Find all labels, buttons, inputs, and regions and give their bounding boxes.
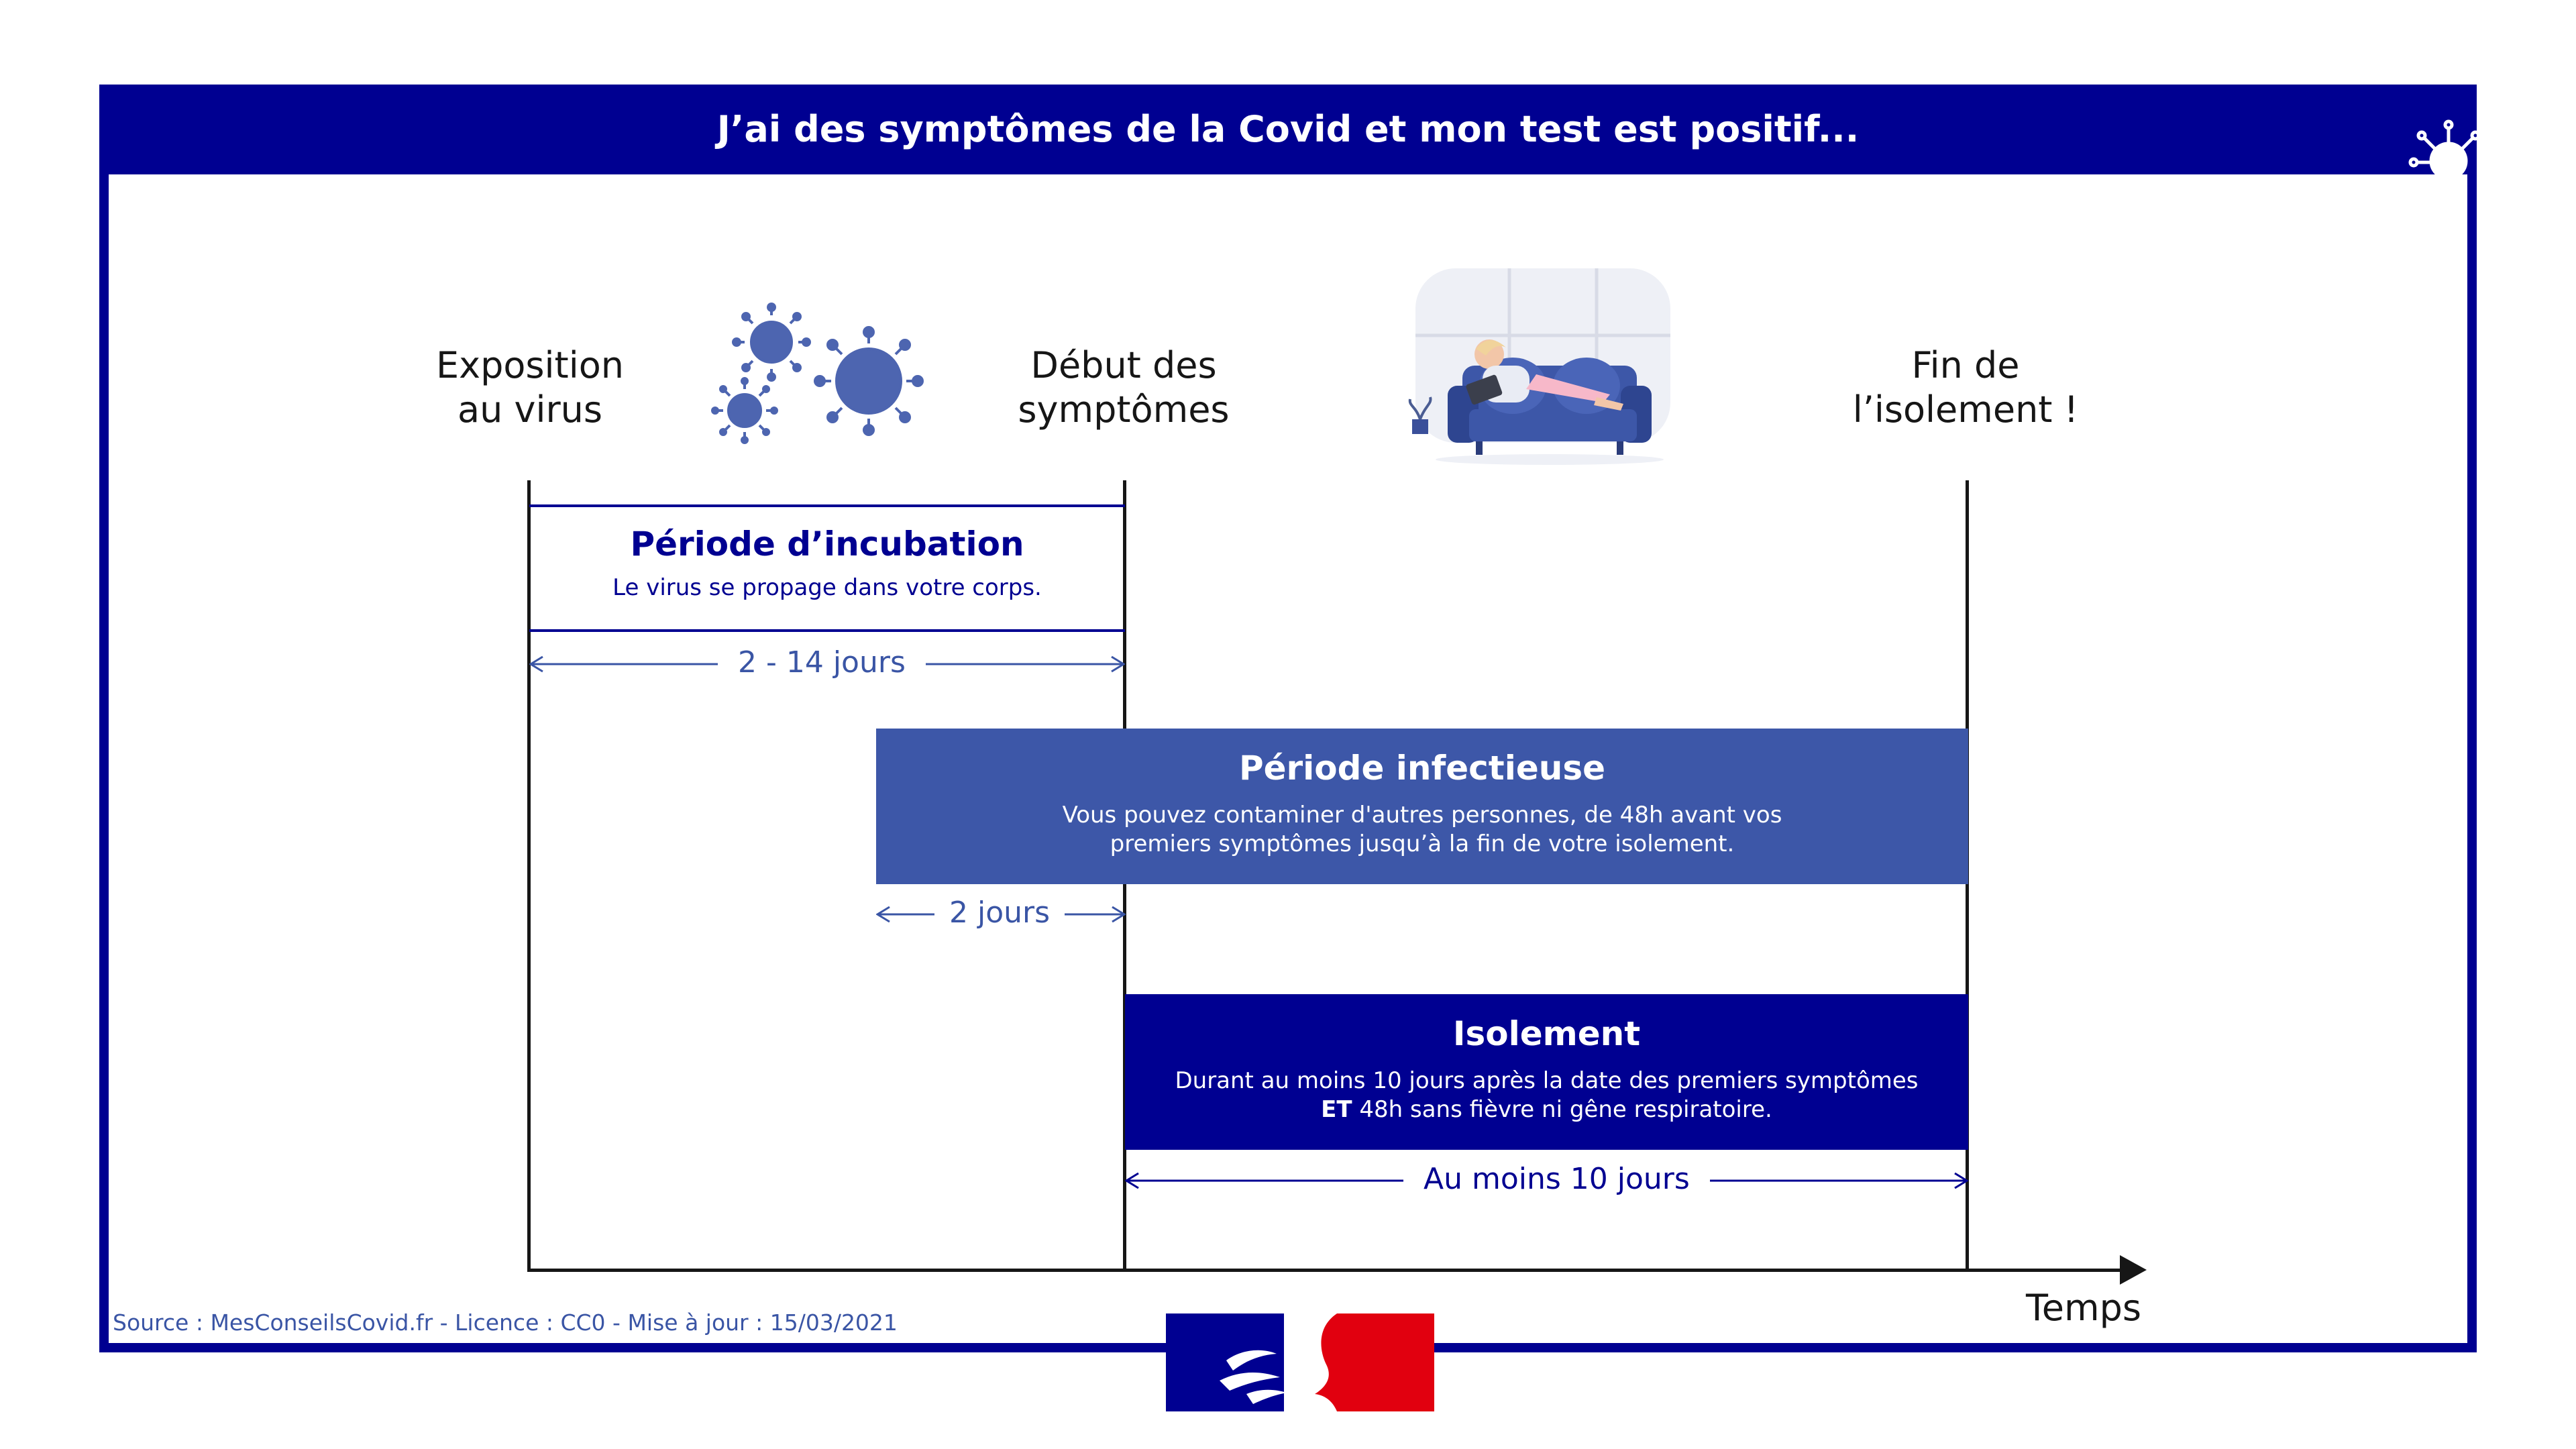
exposure-line	[527, 480, 531, 1272]
milestone-symptoms-line1: Début des	[1030, 344, 1217, 386]
source-text: Source : MesConseilsCovid.fr - Licence :…	[113, 1309, 898, 1336]
virus-icon	[711, 303, 924, 444]
infectious-box: Période infectieuse Vous pouvez contamin…	[876, 729, 1968, 884]
infectious-text: Vous pouvez contaminer d'autres personne…	[876, 801, 1968, 859]
time-axis	[527, 1269, 2133, 1272]
isolation-text-line2-rest: 48h sans fièvre ni gêne respiratoire.	[1352, 1096, 1772, 1123]
isolation-duration: Au moins 10 jours	[1403, 1162, 1710, 1196]
milestone-exposure: Exposition au virus	[389, 343, 671, 432]
time-axis-label: Temps	[2026, 1287, 2142, 1329]
milestone-symptoms-line2: symptômes	[1018, 388, 1230, 431]
isolation-text: Durant au moins 10 jours après la date d…	[1125, 1067, 1968, 1124]
isolation-title: Isolement	[1452, 1014, 1641, 1053]
milestone-exposure-line2: au virus	[458, 388, 602, 431]
marianne-logo	[1166, 1313, 1434, 1411]
infographic-frame	[99, 85, 2477, 1352]
isolation-box: Isolement Durant au moins 10 jours après…	[1125, 994, 1968, 1150]
incubation-text: Le virus se propage dans votre corps.	[612, 574, 1042, 601]
milestone-end-line1: Fin de	[1911, 344, 2020, 386]
infectious-title: Période infectieuse	[1238, 749, 1606, 788]
infectious-text-line1: Vous pouvez contaminer d'autres personne…	[1062, 802, 1782, 828]
isolation-text-line2: ET 48h sans fièvre ni gêne respiratoire.	[1125, 1095, 1968, 1124]
isolation-text-line1: Durant au moins 10 jours après la date d…	[1175, 1067, 1919, 1094]
milestone-exposure-line1: Exposition	[436, 344, 624, 386]
incubation-duration: 2 - 14 jours	[718, 645, 926, 680]
milestone-end-line2: l’isolement !	[1852, 388, 2079, 431]
infectious-text-line2: premiers symptômes jusqu’à la fin de vot…	[1110, 830, 1735, 857]
corner-virus-icon	[2408, 119, 2481, 174]
milestone-isolation-end: Fin de l’isolement !	[1825, 343, 2106, 432]
isolation-text-et: ET	[1321, 1096, 1352, 1123]
time-axis-arrow-icon	[2120, 1255, 2147, 1285]
incubation-box: Période d’incubation Le virus se propage…	[529, 504, 1125, 632]
incubation-title: Période d’incubation	[630, 525, 1024, 564]
page-title: J’ai des symptômes de la Covid et mon te…	[99, 85, 2477, 174]
infectious-duration: 2 jours	[934, 896, 1065, 930]
milestone-symptoms-start: Début des symptômes	[983, 343, 1265, 432]
person-on-sofa-illustration	[1408, 268, 1670, 465]
